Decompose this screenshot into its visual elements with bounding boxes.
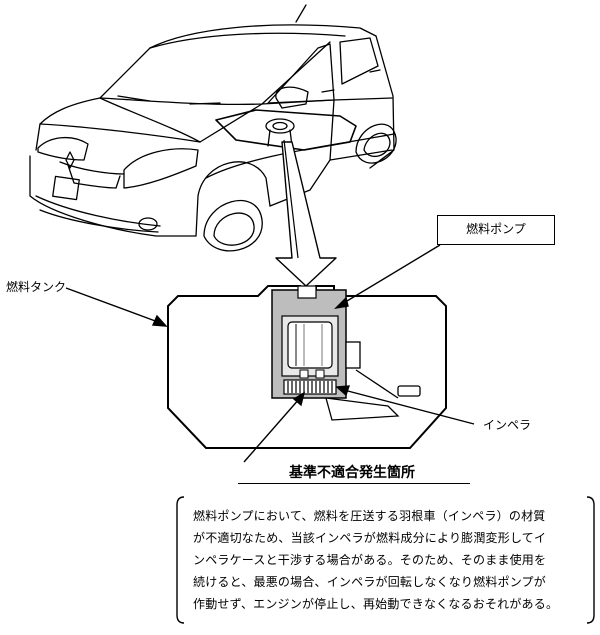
zoom-connector-line xyxy=(283,139,299,259)
note-line: 燃料ポンプにおいて、燃料を圧送する羽根車（インペラ）の材質 xyxy=(193,509,546,523)
impeller xyxy=(283,379,337,395)
note-bracket xyxy=(176,496,595,624)
defect-location-heading: 基準不適合発生箇所 xyxy=(289,465,415,481)
heading-underline xyxy=(238,483,470,484)
fuel-level-sender xyxy=(345,341,421,399)
note-line: が不適切なため、当該インペラが燃料成分により膨潤変形してイ xyxy=(193,531,547,545)
note-line: 作動せず、エンジンが停止し、再始動できなくなるおそれがある。 xyxy=(193,597,559,611)
note-line: 続けると、最悪の場合、インペラが回転しなくなり燃料ポンプが xyxy=(193,575,546,589)
defect-description: 燃料ポンプにおいて、燃料を圧送する羽根車（インペラ）の材質 が不適切なため、当該… xyxy=(177,497,594,623)
note-line: ンペラケースと干渉する場合がある。そのため、そのまま使用を xyxy=(193,553,547,567)
impeller-label: インペラ xyxy=(483,418,532,432)
defect-description-text: 燃料ポンプにおいて、燃料を圧送する羽根車（インペラ）の材質 が不適切なため、当該… xyxy=(193,505,583,615)
zoom-arrow xyxy=(275,141,337,287)
fuel-tank-label: 燃料タンク xyxy=(6,280,67,294)
pump-filter xyxy=(325,397,400,421)
fuel-pump-label: 燃料ポンプ xyxy=(437,215,555,245)
leader-lines xyxy=(65,244,475,463)
car-illustration xyxy=(29,4,397,252)
